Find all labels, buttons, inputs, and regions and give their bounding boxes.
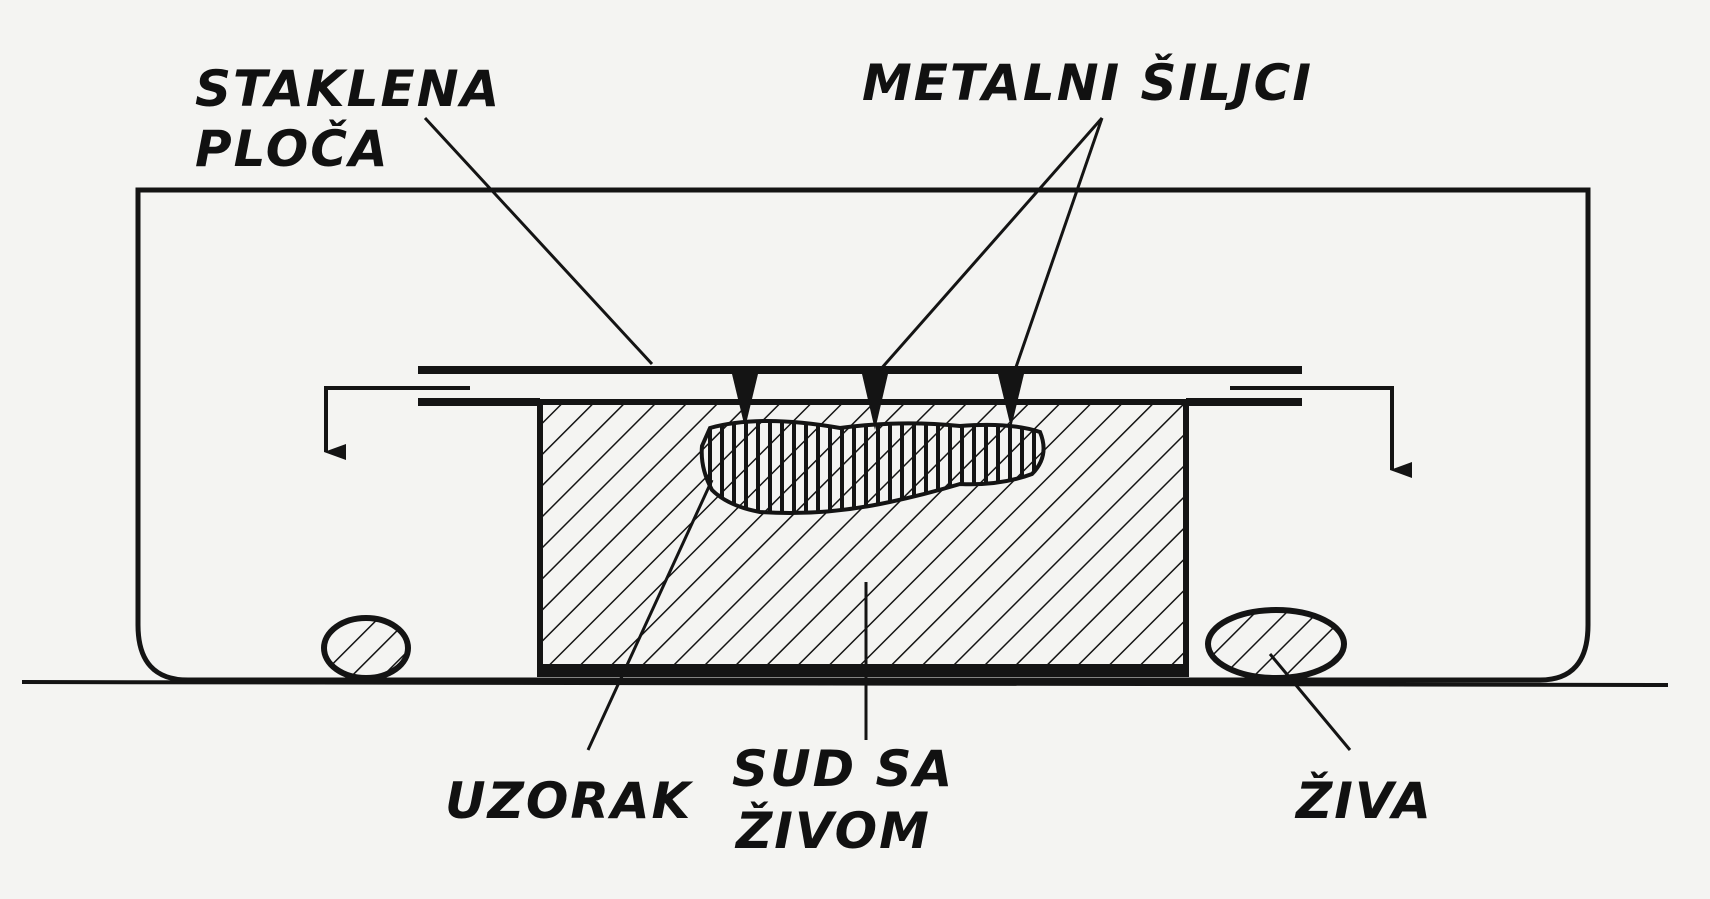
sample-blob [699,419,1046,515]
leader-spike-a [878,117,1104,371]
metal-spike-1 [732,374,758,428]
flow-arrow-right [1230,386,1412,478]
label-glass-plate-1: STAKLENA [195,60,501,118]
label-vessel-2: ŽIVOM [734,801,931,860]
leader-spike-b [1013,117,1104,371]
label-mercury: ŽIVA [1294,771,1433,830]
mercury-drop-left [321,615,411,681]
label-metal-spikes: METALNI ŠILJCI [862,53,1313,112]
mercury-drop-right [1205,607,1347,681]
metal-spike-2 [862,374,888,430]
metal-spike-3 [998,374,1024,428]
leader-mercury [1268,653,1352,751]
label-glass-plate-2: PLOČA [195,119,390,178]
leader-sample [586,479,714,751]
outer-container [135,187,1591,683]
label-sample: UZORAK [445,772,694,830]
leader-glass-plate [423,116,654,366]
flow-arrow-left [324,386,470,460]
label-vessel-1: SUD SA [732,740,954,798]
